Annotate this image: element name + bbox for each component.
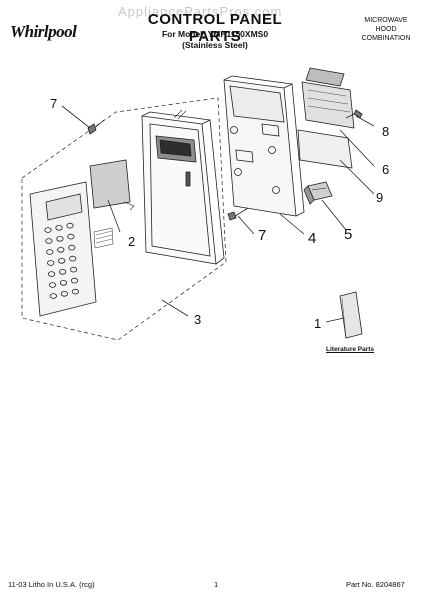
latch-bracket [303,181,333,205]
board-cover [301,67,355,129]
insulator [297,129,353,169]
brand-logo: Whirlpool [10,22,77,41]
callout-4: 4 [308,230,317,247]
control-board [223,75,305,217]
callout-2: 2 [128,234,136,249]
keypad-key [44,227,52,233]
leader-line [339,129,375,167]
category-label: MICROWAVE HOOD COMBINATION [356,16,416,43]
keypad-key [45,238,53,244]
part-number: Part No. 8204867 [346,580,405,589]
leader-line [161,299,189,317]
keypad-key [59,279,68,286]
keypad-key [47,271,56,277]
leader-line [339,159,375,195]
callout-9: 9 [376,190,384,205]
category-line: MICROWAVE [364,17,408,24]
keypad-key [47,260,55,266]
leader-line [237,215,255,235]
keypad-key [57,247,65,253]
callout-7: 7 [258,227,267,244]
keypad-key [46,249,54,255]
screw-7-left [87,119,105,135]
keypad-key [58,257,66,264]
callout-7: 7 [50,96,58,111]
literature-booklet [339,291,363,339]
display-window [89,159,131,209]
keypad-key [67,233,75,240]
keypad-key [58,268,67,275]
watermark: AppliancePartsPros.com [118,4,283,19]
keypad-key [56,236,64,242]
keypad-key [55,225,63,231]
page-number: 1 [214,580,219,589]
callout-1: 1 [314,316,322,331]
leader-line [61,105,91,129]
keypad-key [70,266,78,273]
screw-7-right [227,207,249,221]
keypad-key [48,282,57,288]
leader-line [355,115,375,127]
model-line: For Model: YMH1150XMS0 [161,29,269,39]
control-panel-frame [141,109,225,265]
callout-3: 3 [194,312,202,327]
category-line: HOOD [375,26,397,33]
print-info: 11-03 Litho In U.S.A. (rcg) [8,580,95,589]
keypad-key [66,222,74,229]
page-title: CONTROL PANEL PARTS [147,11,283,45]
assembly-outline [21,97,227,341]
literature-parts-label: Literature Parts [326,346,375,353]
leader-line [321,199,347,231]
callout-6: 6 [382,162,390,177]
keypad-key [71,288,80,295]
leader-line [325,317,345,323]
leader-line [279,213,305,235]
keypad-key [49,293,58,299]
leader-line [107,199,121,233]
callout-5: 5 [344,226,353,243]
keypad-membrane [29,181,114,317]
finish-line: (Stainless Steel) [182,40,248,50]
keypad-key [69,255,77,262]
category-line: COMBINATION [361,35,411,42]
callout-8: 8 [382,124,390,139]
keypad-key [70,277,79,284]
keypad-key [60,290,69,297]
keypad-key [68,244,76,251]
